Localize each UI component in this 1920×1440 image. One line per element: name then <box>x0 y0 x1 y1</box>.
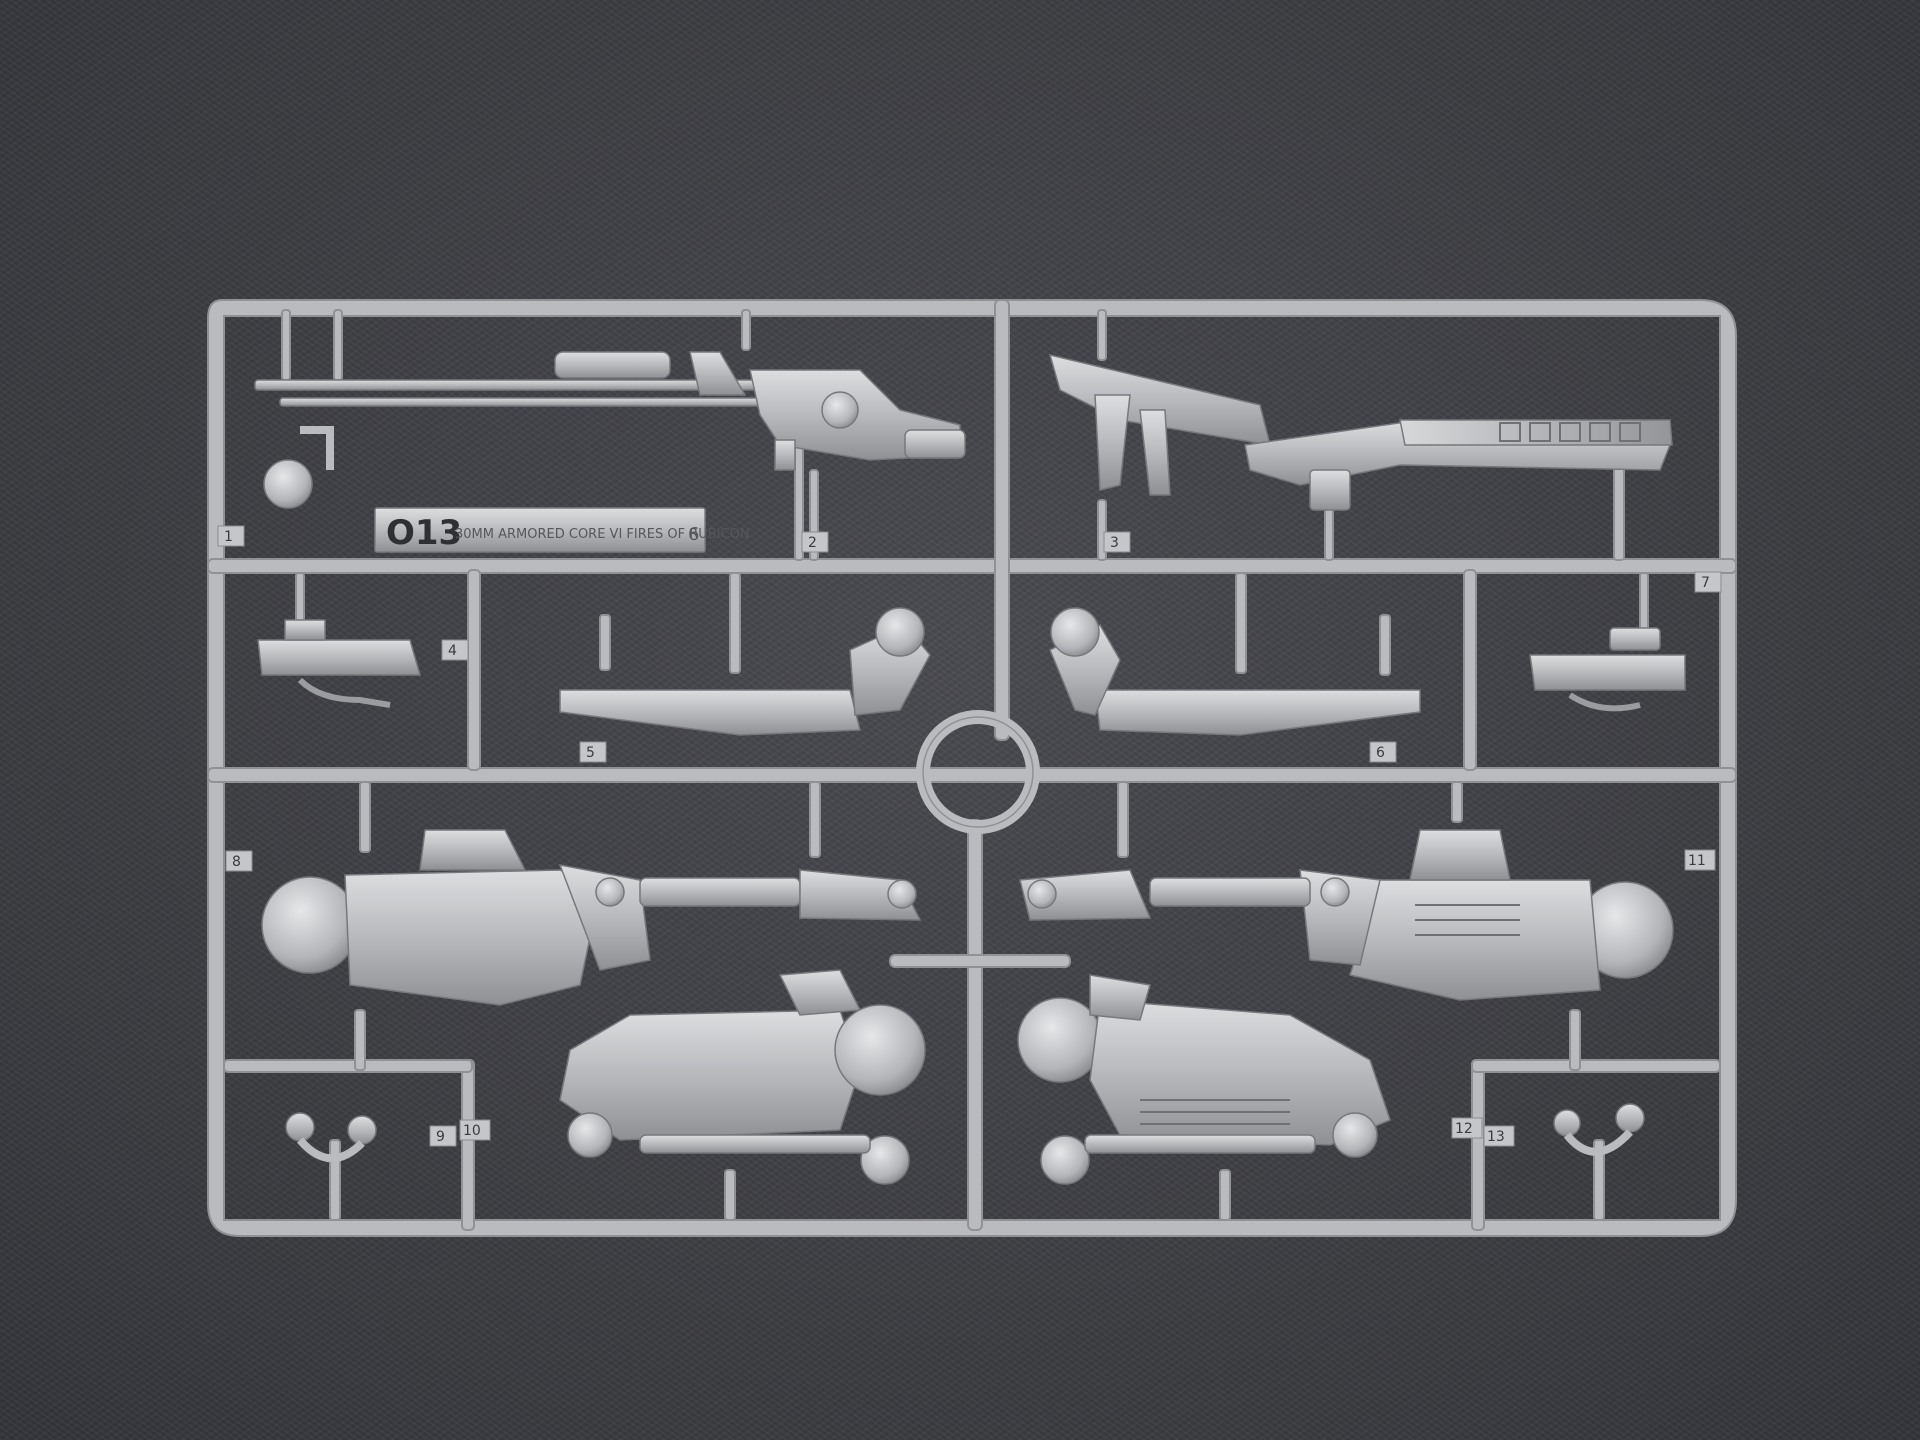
sprue-label-plate: O13 30MM ARMORED CORE VI FIRES OF RUBICO… <box>374 507 750 553</box>
sprue-code: O13 <box>386 513 462 553</box>
part-yoke-9 <box>285 1112 377 1163</box>
part-leg-12 <box>1017 974 1391 1185</box>
part-arm-11 <box>1019 829 1674 1001</box>
svg-text:10: 10 <box>463 1123 481 1139</box>
svg-text:11: 11 <box>1688 853 1706 869</box>
svg-text:2: 2 <box>808 535 817 551</box>
svg-text:3: 3 <box>1110 535 1119 551</box>
svg-text:4: 4 <box>448 643 457 659</box>
svg-text:7: 7 <box>1701 575 1710 591</box>
part-number-tag: 12 <box>1451 1117 1483 1139</box>
svg-text:1: 1 <box>224 529 233 545</box>
sprue-tag-letter: 6 <box>688 524 699 545</box>
part-number-tags: 1 2 3 4 5 6 7 8 9 10 11 12 13 <box>217 525 1722 1147</box>
svg-text:12: 12 <box>1455 1121 1473 1137</box>
part-number-tag: 13 <box>1483 1125 1515 1147</box>
svg-text:8: 8 <box>232 854 241 870</box>
part-number-tag: 9 <box>429 1125 457 1147</box>
part-number-tag: 1 <box>217 525 245 547</box>
part-leg-10 <box>559 969 926 1185</box>
svg-text:9: 9 <box>436 1129 445 1145</box>
part-rifle-left <box>254 351 966 471</box>
svg-text:5: 5 <box>586 745 595 761</box>
part-plate-5 <box>559 607 931 736</box>
part-box-4 <box>257 619 421 708</box>
part-number-tag: 6 <box>1369 741 1397 763</box>
part-yoke-13 <box>1553 1103 1645 1156</box>
part-number-tag: 5 <box>579 741 607 763</box>
part-box-7 <box>1529 627 1686 712</box>
sprue-frame <box>207 299 1737 1237</box>
part-launcher-right <box>1048 353 1673 511</box>
part-number-tag: 4 <box>441 639 469 661</box>
part-knob-1 <box>263 426 334 509</box>
part-number-tag: 7 <box>1694 571 1722 593</box>
part-number-tag: 11 <box>1684 849 1716 871</box>
part-number-tag: 3 <box>1103 531 1131 553</box>
sprue-subtitle: 30MM ARMORED CORE VI FIRES OF RUBICON <box>455 527 750 542</box>
part-arm-8 <box>261 829 922 1006</box>
part-number-tag: 10 <box>459 1119 491 1141</box>
svg-text:13: 13 <box>1487 1129 1505 1145</box>
part-number-tag: 8 <box>225 850 253 872</box>
part-number-tag: 2 <box>801 531 829 553</box>
part-plate-6 <box>1049 607 1421 736</box>
svg-text:6: 6 <box>1376 745 1385 761</box>
